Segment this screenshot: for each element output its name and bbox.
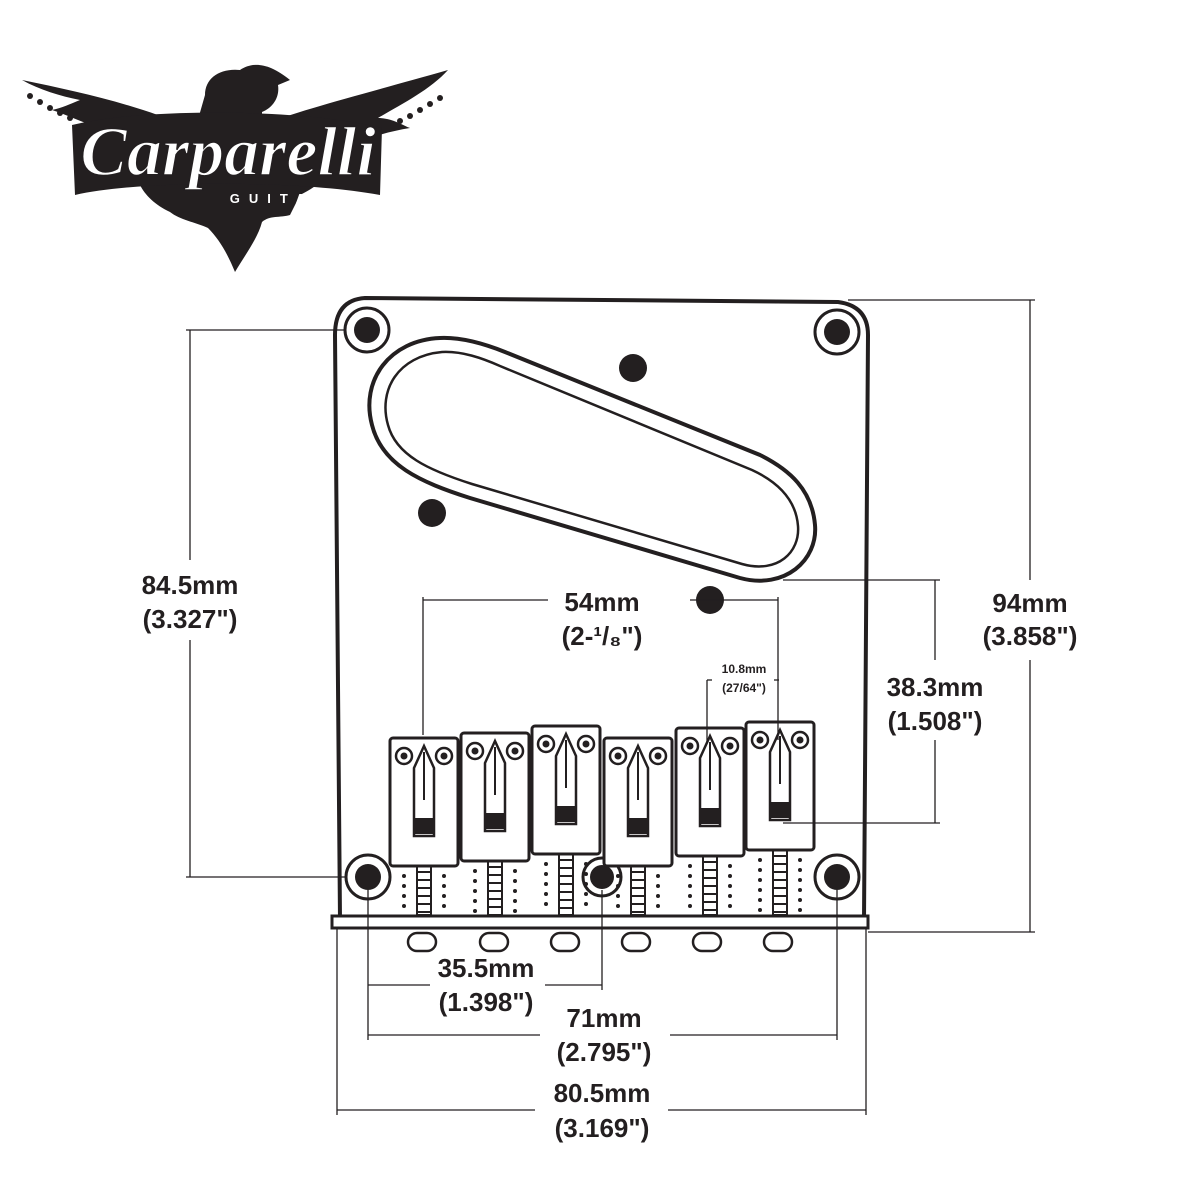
brand-name: Carparelli <box>80 114 376 191</box>
mount-hole-top-right <box>813 308 861 356</box>
pickup-slot <box>367 335 818 583</box>
saddle-3 <box>530 724 602 916</box>
height-screw-icon <box>790 730 810 750</box>
half-hole-spacing-mm: 35.5mm <box>438 953 535 983</box>
plate-lip <box>330 914 870 930</box>
saddle-6 <box>744 720 816 916</box>
saddle-screw-4 <box>616 865 660 916</box>
height-screw-icon <box>536 734 556 754</box>
height-screw-icon <box>505 741 525 761</box>
saddle-1 <box>388 736 460 916</box>
plate-width-mm: 80.5mm <box>554 1078 651 1108</box>
saddle-screw-5 <box>688 855 732 916</box>
logo-banner <box>72 112 382 195</box>
half-hole-spacing-inch: (1.398") <box>439 987 534 1017</box>
pickup-screw-hole-left <box>418 499 446 527</box>
overall-length-inch: (3.858") <box>983 621 1078 651</box>
saddle-group <box>388 720 816 916</box>
saddle-screw-6 <box>758 849 802 916</box>
saddle-5 <box>674 726 746 916</box>
saddle-screw-1 <box>402 865 446 916</box>
dimension-labels: 94mm (3.858") 84.5mm (3.327") 54mm (2-¹/… <box>142 570 1078 1143</box>
height-screw-icon <box>680 736 700 756</box>
height-screw-icon <box>720 736 740 756</box>
plate-width-inch: (3.169") <box>555 1113 650 1143</box>
mount-height-mm: 84.5mm <box>142 570 239 600</box>
height-screw-icon <box>434 746 454 766</box>
right-wing-feathers-icon <box>397 95 443 124</box>
carparelli-logo: Carparelli GUITARS <box>22 64 448 272</box>
height-screw-icon <box>576 734 596 754</box>
saddle-screw-3 <box>544 853 588 916</box>
height-screw-icon <box>394 746 414 766</box>
ferrule-slot-3 <box>549 931 581 953</box>
saddle-to-hole-mm: 38.3mm <box>887 672 984 702</box>
ferrule-slot-2 <box>478 931 510 953</box>
ferrule-slot-5 <box>691 931 723 953</box>
height-screw-icon <box>648 746 668 766</box>
mount-hole-bottom-left <box>344 853 392 901</box>
height-screw-icon <box>608 746 628 766</box>
hole-spacing-mm: 71mm <box>566 1003 641 1033</box>
overall-length-mm: 94mm <box>992 588 1067 618</box>
string-spread-inch: (2-¹/₈") <box>562 621 643 651</box>
ferrule-slot-4 <box>620 931 652 953</box>
string-spread-mm: 54mm <box>564 587 639 617</box>
dimension-lines <box>186 299 1035 1115</box>
height-screw-icon <box>465 741 485 761</box>
mount-height-inch: (3.327") <box>143 604 238 634</box>
pickup-screw-hole-top <box>619 354 647 382</box>
bridge-plate <box>330 295 871 953</box>
left-wing-feathers-icon <box>27 93 73 121</box>
brand-subtitle: GUITARS <box>230 191 351 206</box>
mount-hole-top-left <box>343 306 391 354</box>
saddle-to-hole-inch: (1.508") <box>888 706 983 736</box>
hole-spacing-inch: (2.795") <box>557 1037 652 1067</box>
saddle-screw-2 <box>473 860 517 916</box>
height-screw-icon <box>750 730 770 750</box>
ferrule-slot-1 <box>406 931 438 953</box>
ferrule-slot-6 <box>762 931 794 953</box>
ferrule-group <box>406 931 794 953</box>
saddle-4 <box>602 736 674 916</box>
saddle-spacing-inch: (27/64") <box>722 681 766 695</box>
saddle-2 <box>459 731 531 916</box>
saddle-spacing-mm: 10.8mm <box>722 662 767 676</box>
